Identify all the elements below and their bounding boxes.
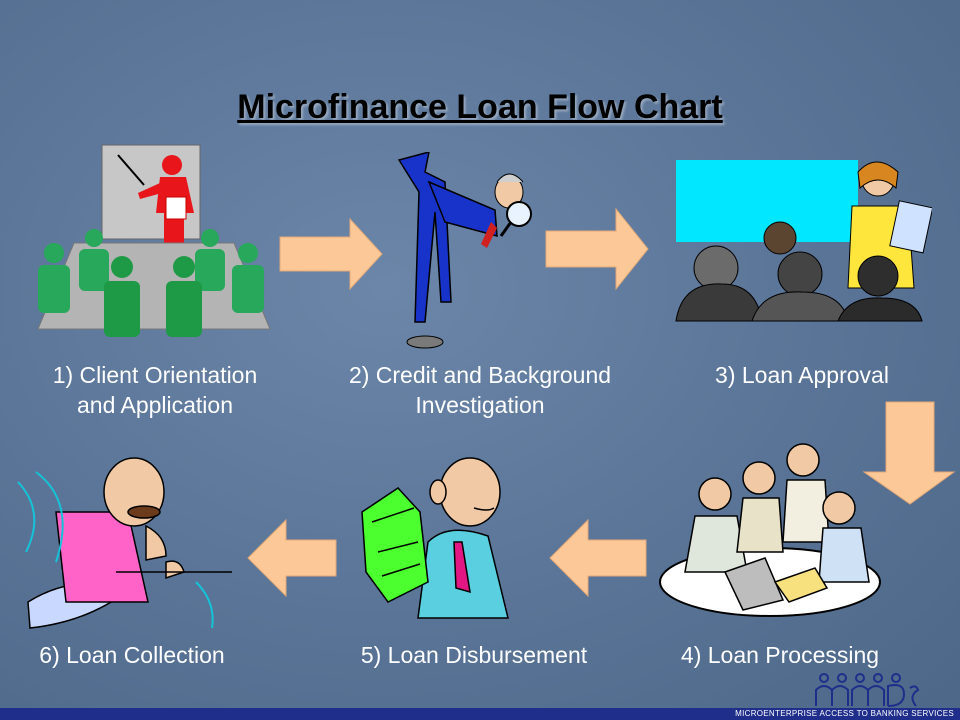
step-1-line1: 1) Client Orientation	[52, 362, 258, 388]
diagram-title: Microfinance Loan Flow Chart	[237, 88, 723, 126]
arrow-right-2-shape	[545, 207, 649, 291]
arrow-left-1	[549, 518, 647, 598]
arrow-right-2	[545, 207, 649, 291]
loan-approval-illustration	[675, 160, 932, 322]
step-2-line2: Investigation	[415, 392, 545, 418]
step-2-line1: 2) Credit and Background	[348, 362, 612, 388]
step-3-line1: 3) Loan Approval	[715, 362, 889, 388]
loan-collection-illustration	[17, 457, 232, 629]
footer-bar	[0, 708, 960, 720]
arrow-right-1	[279, 217, 383, 291]
step-6-line1: 6) Loan Collection	[39, 642, 225, 668]
client-orientation-illustration	[37, 144, 271, 337]
mabs-logo	[815, 673, 920, 707]
footer-text: MICROENTERPRISE ACCESS TO BANKING SERVIC…	[735, 709, 954, 718]
loan-disbursement-illustration	[361, 457, 509, 619]
arrow-left-2	[247, 518, 337, 598]
step-2-label: 2) Credit and Background Investigation	[318, 360, 642, 420]
arrow-right-1-shape	[279, 217, 383, 291]
step-6-label: 6) Loan Collection	[8, 640, 256, 670]
step-4-label: 4) Loan Processing	[652, 640, 908, 670]
loan-processing-illustration	[659, 443, 881, 617]
arrow-down-shape	[862, 401, 956, 505]
arrow-left-2-shape	[247, 518, 337, 598]
step-3-label: 3) Loan Approval	[684, 360, 920, 390]
step-5-line1: 5) Loan Disbursement	[360, 642, 588, 668]
step-1-label: 1) Client Orientation and Application	[20, 360, 290, 420]
credit-investigation-illustration	[397, 152, 532, 349]
arrow-left-1-shape	[549, 518, 647, 598]
step-1-line2: and Application	[76, 392, 233, 418]
step-5-label: 5) Loan Disbursement	[326, 640, 622, 670]
step-4-line1: 4) Loan Processing	[680, 642, 880, 668]
arrow-down	[862, 401, 956, 505]
